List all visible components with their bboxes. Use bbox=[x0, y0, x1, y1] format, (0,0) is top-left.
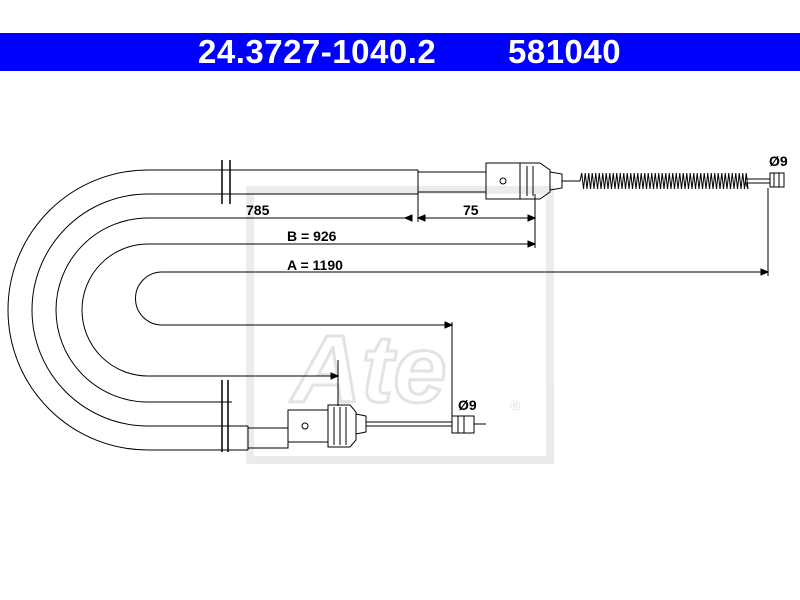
watermark-registered-mark: ® bbox=[510, 397, 521, 413]
dim-label-785: 785 bbox=[246, 202, 270, 218]
dim-label-a: A = 1190 bbox=[287, 257, 343, 273]
top-end-nipple bbox=[769, 172, 785, 188]
arrow-a bbox=[760, 268, 770, 276]
ate-watermark: Ate ® bbox=[246, 186, 554, 464]
bottom-nut bbox=[327, 404, 357, 448]
bottom-collar bbox=[355, 413, 367, 435]
top-nut bbox=[519, 162, 551, 200]
guide-line-1 bbox=[55, 217, 405, 403]
diameter-label-top: Ø9 bbox=[769, 153, 788, 169]
bottom-adjuster-hole bbox=[301, 422, 309, 430]
sheath-outer-line bbox=[7, 169, 418, 451]
dim-label-75: 75 bbox=[463, 202, 479, 218]
arrow-75-right bbox=[527, 214, 537, 222]
part-number: 24.3727-1040.2 bbox=[198, 33, 437, 70]
arrow-75-left bbox=[416, 214, 426, 222]
diameter-label-bottom: Ø9 bbox=[458, 397, 477, 413]
top-adjuster-hole bbox=[499, 177, 507, 185]
dimension-lines bbox=[330, 188, 770, 418]
sleeve-markers bbox=[221, 160, 231, 452]
guide-line-2 bbox=[81, 243, 535, 377]
reference-number: 581040 bbox=[508, 33, 622, 70]
bottom-end-fitting bbox=[247, 404, 486, 449]
arrow-785 bbox=[403, 214, 413, 222]
top-end-fitting bbox=[417, 162, 785, 200]
arrow-guide-3 bbox=[444, 321, 454, 329]
arrow-b bbox=[527, 240, 537, 248]
watermark-logo: Ate bbox=[290, 316, 447, 423]
top-spring bbox=[579, 172, 749, 190]
sheath-inner-line bbox=[31, 193, 418, 427]
dim-label-b: B = 926 bbox=[287, 228, 337, 244]
bottom-end-nipple bbox=[451, 415, 475, 434]
guide-line-3 bbox=[135, 271, 768, 326]
title-banner: 24.3727-1040.2 581040 bbox=[0, 33, 800, 71]
arrow-guide-2 bbox=[330, 372, 340, 380]
